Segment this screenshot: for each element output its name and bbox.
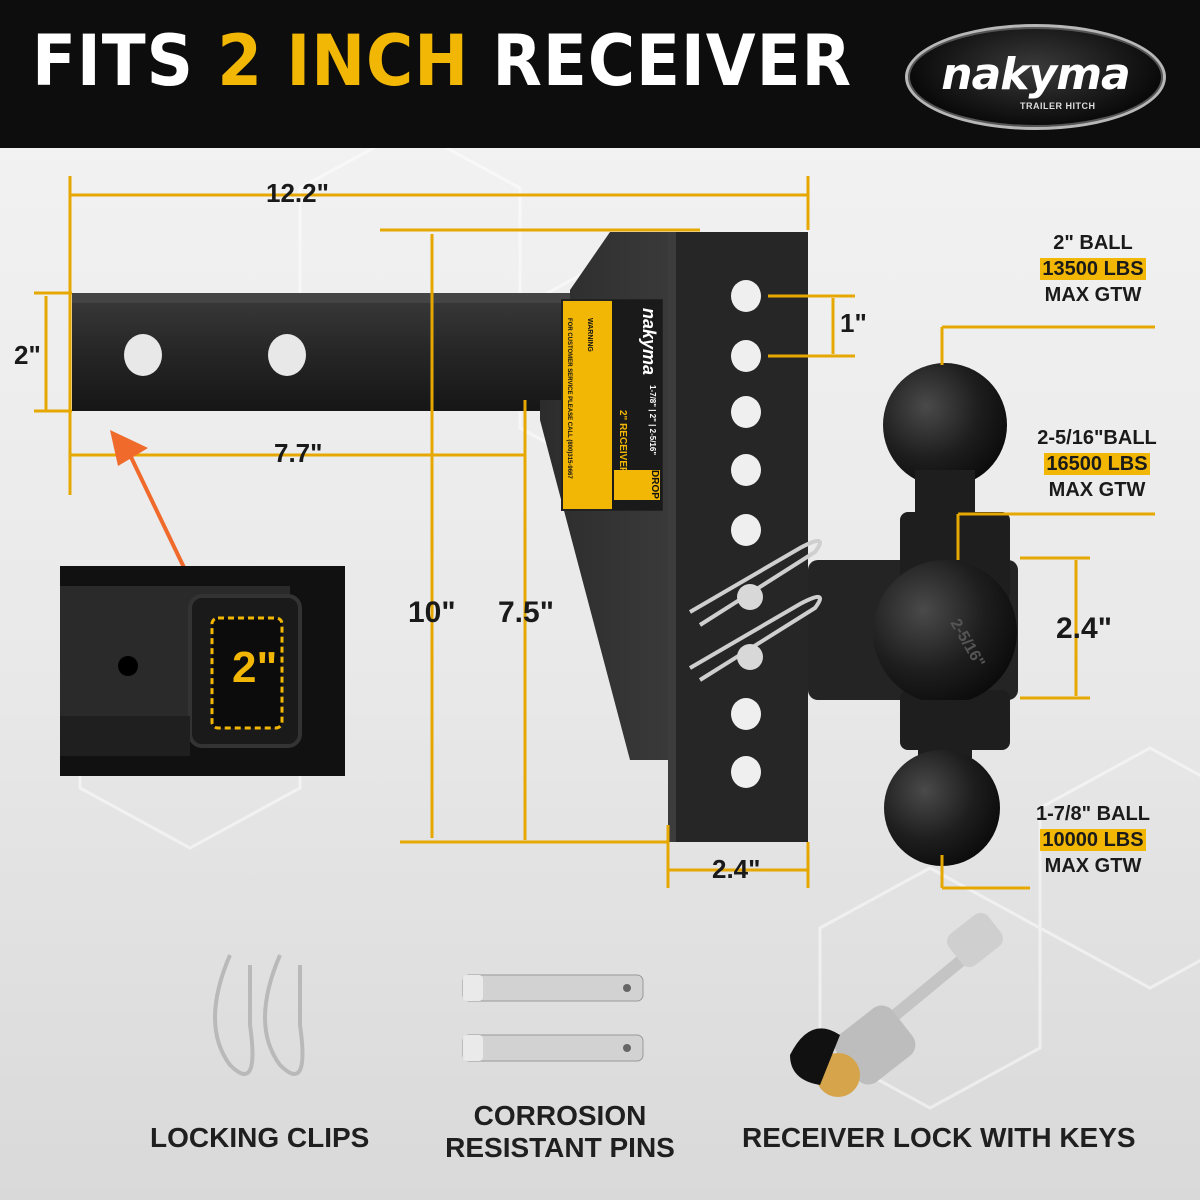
sticker-brand: nakyma	[639, 308, 659, 375]
rating-2-5-16-inch: 2-5/16"BALL 16500 LBS MAX GTW	[1022, 425, 1172, 503]
shank-bar	[72, 293, 572, 411]
accessory-label-lock: RECEIVER LOCK WITH KEYS	[742, 1122, 1136, 1153]
ball-1-7-8-inch	[884, 750, 1000, 866]
rating-unit: MAX GTW	[1048, 479, 1146, 501]
rating-unit: MAX GTW	[1044, 855, 1142, 877]
accessory-label-clips: LOCKING CLIPS	[150, 1122, 370, 1153]
pin-and-clip	[688, 539, 822, 682]
dim-drop-height: 7.5"	[498, 596, 554, 629]
header-banner: FITS 2 INCH RECEIVER nakyma TRAILER HITC…	[0, 0, 1200, 148]
receiver-inset-photo	[60, 566, 345, 776]
sticker-drop: DROP	[649, 470, 660, 499]
rating-2-inch: 2" BALL 13500 LBS MAX GTW	[1018, 230, 1168, 308]
dim-hole-spacing: 1"	[840, 308, 867, 338]
rating-size: 2-5/16"BALL	[1037, 427, 1157, 449]
dim-shank-height: 2"	[14, 340, 41, 370]
sticker-service: FOR CUSTOMER SERVICE PLEASE CALL (800)31…	[566, 318, 572, 479]
dim-ball-spacing: 2.4"	[1056, 612, 1112, 645]
callout-arrow	[110, 430, 192, 581]
rating-size: 2" BALL	[1053, 232, 1133, 254]
warning-sticker	[561, 299, 663, 511]
locking-clip-icon	[213, 954, 305, 1076]
sticker-receiver: 2" RECEIVER	[617, 410, 628, 475]
accessory-label-pins: CORROSION RESISTANT PINS	[445, 1100, 675, 1163]
dimension-lines	[34, 176, 1155, 890]
rating-unit: MAX GTW	[1044, 284, 1142, 306]
dim-overall-length: 12.2"	[266, 178, 329, 208]
logo-tagline: TRAILER HITCH	[1020, 101, 1096, 111]
ball-2-inch	[883, 363, 1007, 487]
receiver-size-label: 2"	[232, 643, 278, 692]
logo-brand: nakyma	[941, 49, 1131, 100]
dim-plate-width: 2.4"	[712, 854, 761, 884]
receiver-lock-icon	[790, 912, 1003, 1097]
ball-2-5-16-inch	[873, 560, 1017, 704]
title-part1: FITS	[32, 20, 218, 102]
rating-capacity: 13500 LBS	[1040, 258, 1146, 280]
page-title: FITS 2 INCH RECEIVER	[32, 26, 852, 96]
rating-size: 1-7/8" BALL	[1036, 803, 1150, 825]
sticker-warning: WARNING	[586, 318, 593, 352]
ball-mount	[808, 363, 1018, 866]
title-part2: RECEIVER	[469, 20, 852, 102]
rating-capacity: 16500 LBS	[1044, 453, 1150, 475]
brand-logo: nakyma TRAILER HITCH	[905, 24, 1166, 130]
sticker-balls: 1-7/8" | 2" | 2-5/16"	[648, 385, 657, 455]
rating-capacity: 10000 LBS	[1040, 829, 1146, 851]
dim-total-height: 10"	[408, 596, 456, 629]
dim-shank-length: 7.7"	[274, 438, 323, 468]
rating-1-7-8-inch: 1-7/8" BALL 10000 LBS MAX GTW	[1018, 801, 1168, 879]
title-highlight: 2 INCH	[217, 20, 470, 102]
pin-icon	[462, 974, 644, 1062]
receiver-tube-illustration	[60, 566, 345, 776]
